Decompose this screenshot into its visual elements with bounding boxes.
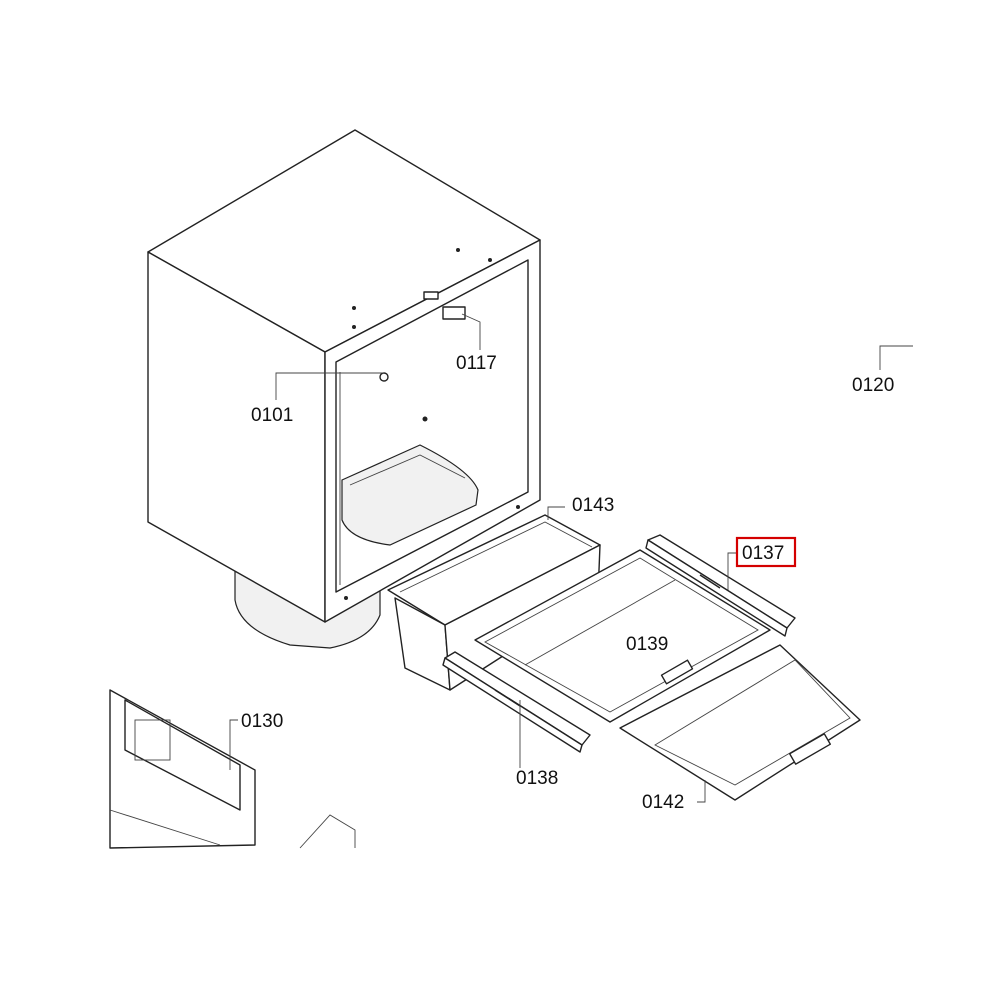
label-0138: 0138 xyxy=(516,768,558,789)
part-0137-rail xyxy=(645,534,796,637)
inner-tray xyxy=(341,444,479,546)
label-0139: 0139 xyxy=(626,634,668,655)
label-0130: 0130 xyxy=(241,711,283,732)
label-0120: 0120 xyxy=(852,375,894,396)
part-0117-clip xyxy=(442,306,466,320)
part-0130-module xyxy=(109,689,356,849)
label-0117: 0117 xyxy=(456,353,497,374)
part-0139-shelf xyxy=(474,549,771,723)
label-0142: 0142 xyxy=(642,792,684,813)
part-0101-pin xyxy=(379,372,389,382)
leader-lines xyxy=(229,313,913,803)
label-0143: 0143 xyxy=(572,495,614,516)
part-0138-rail xyxy=(442,651,591,753)
label-0137: 0137 xyxy=(742,543,784,564)
label-0101: 0101 xyxy=(251,405,293,426)
part-0142-shelf xyxy=(619,644,861,801)
cabinet xyxy=(147,129,541,649)
highlight-box-0137 xyxy=(735,536,797,568)
